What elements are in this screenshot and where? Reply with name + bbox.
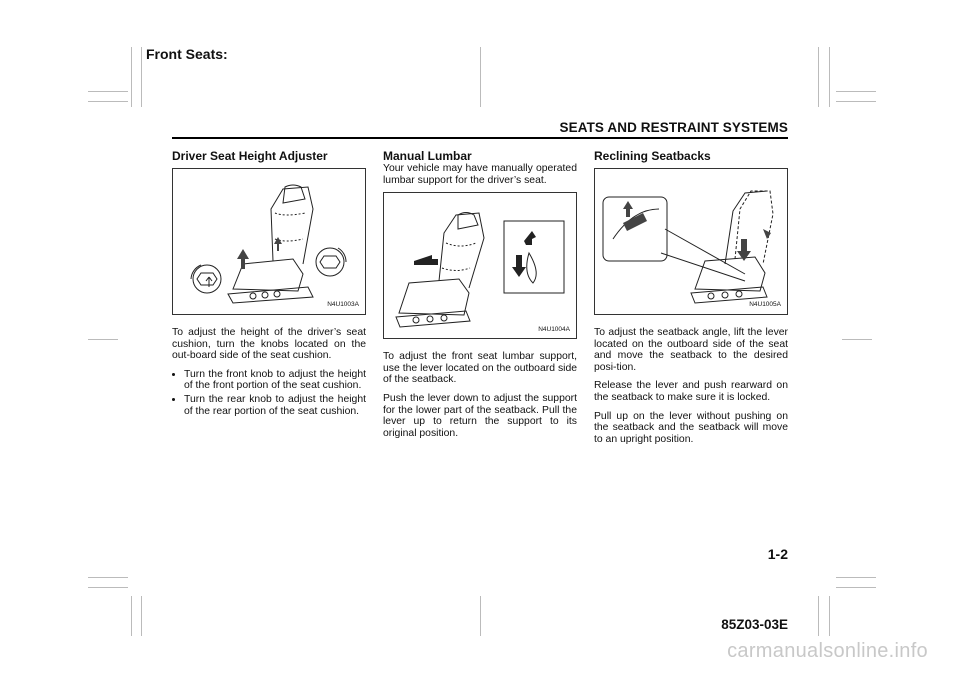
heading-height-adjuster: Driver Seat Height Adjuster [172, 149, 328, 163]
lumbar-illustration [395, 212, 565, 328]
intro-text: Your vehicle may have manually operated … [383, 163, 577, 186]
figure-reclining-seatbacks: N4U1005A [594, 168, 788, 315]
figure-manual-lumbar: N4U1004A [383, 192, 577, 340]
crop-mark [131, 47, 132, 107]
column-reclining-seatbacks: Reclining Seatbacks N4U1005A To a [594, 149, 788, 452]
body-text: Pull up on the lever without pushing on … [594, 410, 788, 445]
body-text: To adjust the seatback angle, lift the l… [594, 327, 788, 373]
seat-height-illustration [190, 184, 347, 304]
watermark: carmanualsonline.info [727, 640, 928, 662]
page-number: 1-2 [767, 546, 788, 562]
crop-mark [88, 577, 128, 578]
heading-reclining-seatbacks: Reclining Seatbacks [594, 149, 711, 163]
crop-mark [829, 47, 830, 107]
crop-mark [88, 91, 128, 92]
crop-mark [480, 596, 481, 636]
figure-code: N4U1003A [327, 301, 359, 309]
list-item: Turn the front knob to adjust the height… [184, 369, 366, 392]
recline-illustration [602, 190, 774, 304]
heading-manual-lumbar: Manual Lumbar [383, 149, 472, 163]
crop-mark [88, 339, 118, 340]
crop-mark [818, 596, 819, 636]
body-text: Release the lever and push rearward on t… [594, 380, 788, 403]
crop-mark [836, 577, 876, 578]
crop-mark [88, 587, 128, 588]
bullet-list: Turn the front knob to adjust the height… [172, 369, 366, 417]
crop-mark [836, 101, 876, 102]
document-code: 85Z03-03E [721, 617, 788, 632]
figure-code: N4U1005A [749, 301, 781, 309]
body-text: To adjust the height of the driver’s sea… [172, 327, 366, 362]
header-rule [172, 137, 788, 139]
crop-mark [141, 47, 142, 107]
figure-height-adjuster: N4U1003A [172, 168, 366, 315]
section-title: SEATS AND RESTRAINT SYSTEMS [559, 120, 788, 135]
crop-mark [829, 596, 830, 636]
body-text: Push the lever down to adjust the suppor… [383, 392, 577, 439]
crop-mark [131, 596, 132, 636]
crop-mark [141, 596, 142, 636]
body-text: To adjust the front seat lumbar support,… [383, 351, 577, 386]
crop-mark [818, 47, 819, 107]
crop-mark [842, 339, 872, 340]
chapter-title: Front Seats: [146, 46, 228, 62]
column-height-adjuster: Driver Seat Height Adjuster [172, 149, 366, 419]
column-manual-lumbar: Manual Lumbar Your vehicle may have manu… [383, 149, 577, 446]
crop-mark [480, 47, 481, 107]
list-item: Turn the rear knob to adjust the height … [184, 394, 366, 417]
crop-mark [836, 91, 876, 92]
crop-mark [88, 101, 128, 102]
figure-code: N4U1004A [538, 325, 570, 333]
crop-mark [836, 587, 876, 588]
